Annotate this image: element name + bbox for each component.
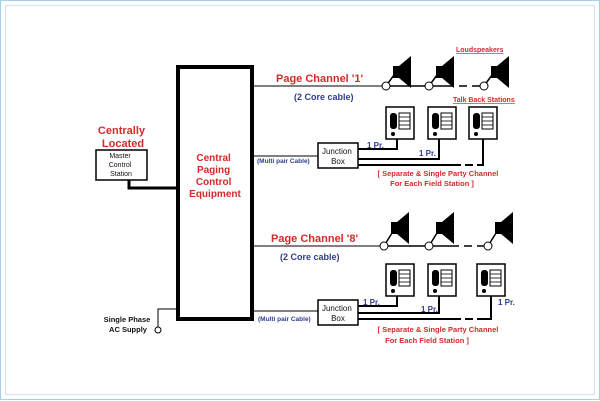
loudspeaker-icon bbox=[424, 212, 454, 251]
pair-wire-1b bbox=[358, 139, 440, 160]
diagram-inner-border bbox=[5, 5, 595, 395]
multi-pair-cable-8-label: (Multi pair Cable) bbox=[258, 316, 311, 323]
pair-wire-8b bbox=[358, 296, 440, 314]
master-control-station-label: Master Control Station bbox=[109, 153, 134, 178]
loudspeaker-icon bbox=[424, 56, 454, 91]
talk-back-station-icon bbox=[385, 263, 415, 297]
loudspeaker-icon bbox=[381, 56, 411, 91]
page-channel-1-label: Page Channel '1' bbox=[276, 73, 364, 85]
pair-wire-1a bbox=[358, 139, 398, 150]
junction-box-8-label: Junction Box bbox=[322, 304, 354, 323]
talk-back-station-icon bbox=[476, 263, 506, 297]
master-control-station-box bbox=[95, 149, 148, 181]
multi-pair-cable-1-label: (Multi pair Cable) bbox=[257, 158, 310, 165]
core-cable-1-label: (2 Core cable) bbox=[294, 92, 354, 102]
ac-supply-wire bbox=[157, 308, 178, 327]
ac-supply-label: Single Phase AC Supply bbox=[104, 315, 153, 334]
central-paging-equipment-label: Central Paging Control Equipment bbox=[189, 153, 241, 200]
loudspeaker-icon bbox=[479, 56, 509, 91]
centrally-located-label: Centrally Located bbox=[98, 125, 148, 150]
loudspeaker-icon bbox=[379, 212, 409, 251]
junction-box-1 bbox=[317, 142, 359, 169]
junction-box-8 bbox=[317, 299, 359, 326]
junction-box-1-label: Junction Box bbox=[322, 147, 354, 166]
central-paging-equipment-box bbox=[176, 65, 254, 321]
master-to-central-link bbox=[127, 180, 179, 190]
pair-label: 1 Pr. bbox=[363, 298, 380, 307]
pair-label: 1 Pr. bbox=[367, 141, 384, 150]
ac-supply-terminal bbox=[154, 326, 162, 334]
separate-channel-note-8: [ Separate & Single Party Channel For Ea… bbox=[378, 325, 501, 345]
talk-back-station-icon bbox=[427, 263, 457, 297]
talk-back-stations-label: Talk Back Stations bbox=[453, 97, 515, 104]
page-channel-8-label: Page Channel '8' bbox=[271, 233, 359, 245]
talk-back-station-icon bbox=[427, 106, 457, 140]
talk-back-station-icon bbox=[385, 106, 415, 140]
pair-wire-8c-end bbox=[485, 296, 492, 320]
core-cable-8-label: (2 Core cable) bbox=[280, 252, 340, 262]
pair-wire-8a bbox=[358, 296, 398, 307]
talk-back-station-icon bbox=[468, 106, 498, 140]
separate-channel-note-1: [ Separate & Single Party Channel For Ea… bbox=[378, 169, 501, 188]
loudspeaker-icon bbox=[483, 212, 513, 251]
pair-wire-1c-end bbox=[479, 139, 484, 166]
loudspeakers-label: Loudspeakers bbox=[456, 47, 504, 54]
pair-label: 1 Pr. bbox=[498, 298, 515, 307]
pair-label: 1 Pr. bbox=[421, 305, 438, 314]
pair-label: 1 Pr. bbox=[419, 149, 436, 158]
